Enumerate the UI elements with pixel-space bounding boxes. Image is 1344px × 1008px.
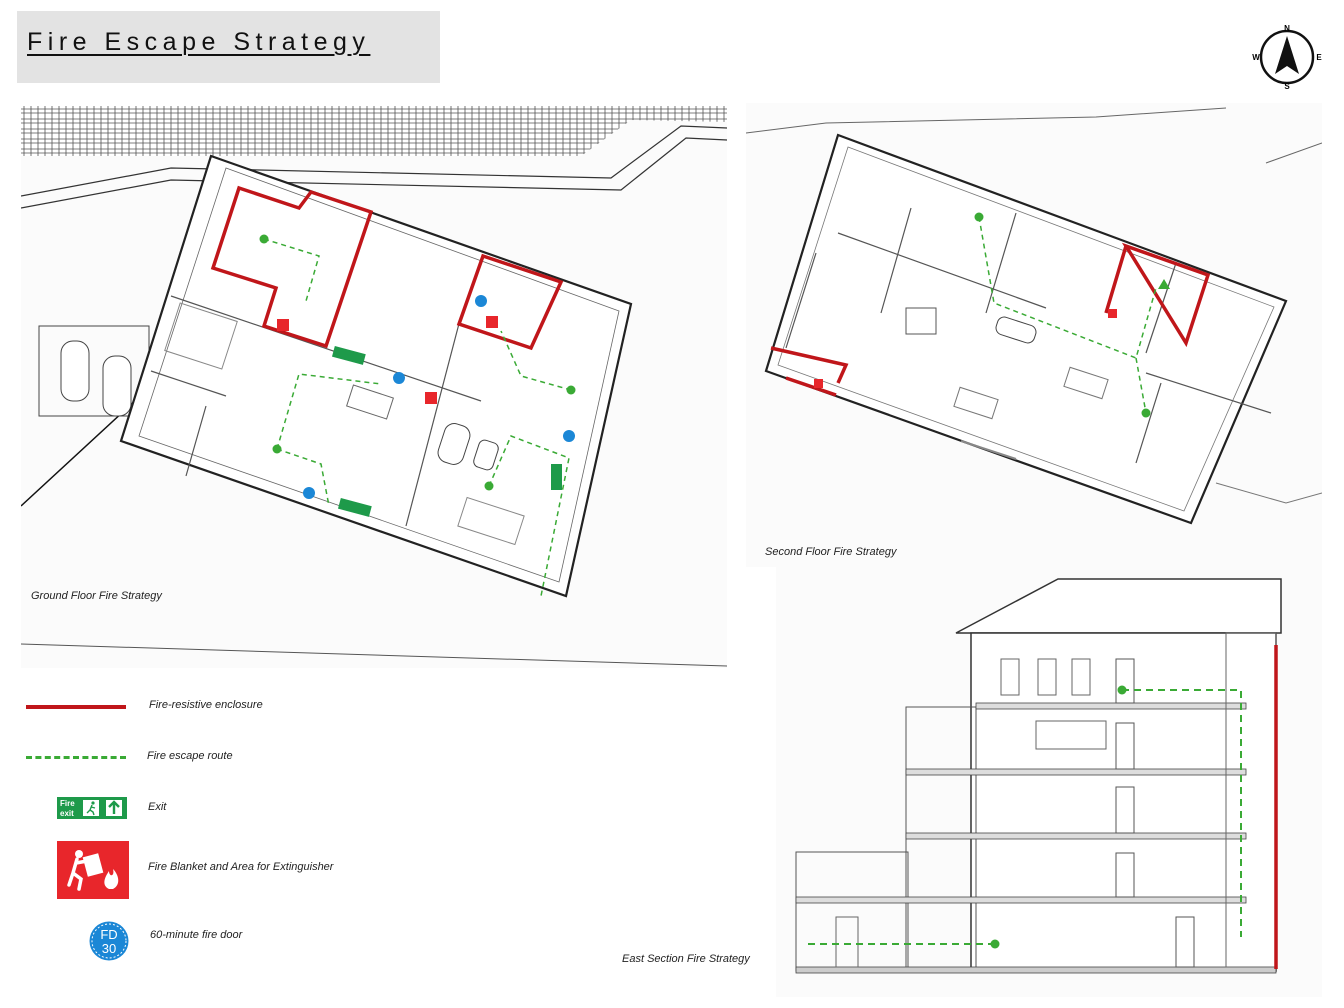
exit-sign-icon: Fire exit xyxy=(57,797,127,819)
fire-blanket-icon xyxy=(57,841,129,899)
caption-ground-floor: Ground Floor Fire Strategy xyxy=(31,590,162,602)
caption-east-section: East Section Fire Strategy xyxy=(622,953,750,965)
legend-door-label: 60-minute fire door xyxy=(150,929,243,941)
ground-floor-plan xyxy=(21,106,727,668)
title-box: Fire Escape Strategy xyxy=(17,11,440,83)
legend-route-swatch xyxy=(26,756,126,759)
compass: N S E W xyxy=(1252,22,1322,92)
legend-exit-label: Exit xyxy=(148,801,167,813)
compass-icon: N S E W xyxy=(1252,24,1322,91)
legend-route-label: Fire escape route xyxy=(147,750,233,762)
compass-n: N xyxy=(1284,24,1290,33)
fire-door-line2: 30 xyxy=(102,941,116,956)
compass-w: W xyxy=(1252,53,1260,62)
caption-second-floor: Second Floor Fire Strategy xyxy=(765,546,897,558)
legend-enclosure-swatch xyxy=(26,705,126,709)
east-section-drawing xyxy=(776,567,1322,997)
fire-door-line1: FD xyxy=(100,927,117,942)
legend-blanket-label: Fire Blanket and Area for Extinguisher xyxy=(148,861,334,873)
compass-e: E xyxy=(1316,53,1322,62)
exit-sign-line2: exit xyxy=(60,809,74,818)
legend-enclosure-label: Fire-resistive enclosure xyxy=(149,699,263,711)
compass-s: S xyxy=(1284,82,1290,91)
page-title: Fire Escape Strategy xyxy=(27,28,371,56)
fire-door-icon: FD 30 xyxy=(89,921,129,961)
second-floor-plan xyxy=(746,103,1322,567)
exit-sign-line1: Fire xyxy=(60,799,75,808)
